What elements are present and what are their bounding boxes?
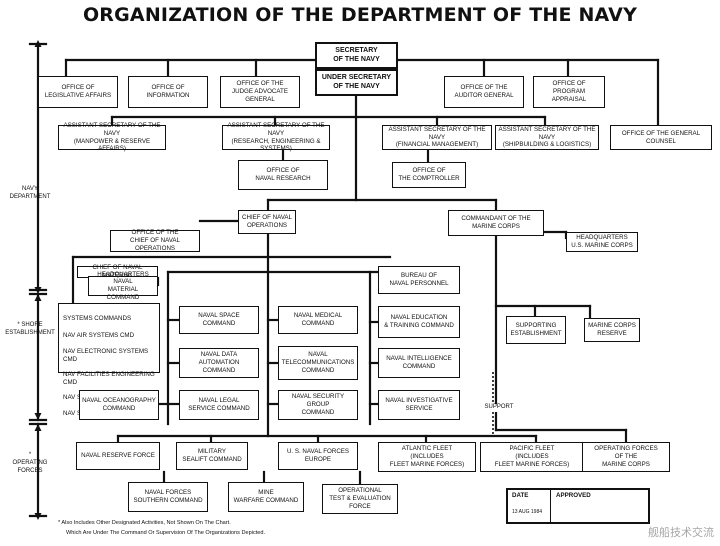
box-naval-investigative-service: NAVAL INVESTIGATIVE SERVICE <box>378 390 460 420</box>
box-asn-research-engineering: ASSISTANT SECRETARY OF THE NAVY (RESEARC… <box>222 122 330 152</box>
box-asn-shipbuilding-logistics: ASSISTANT SECRETARY OF THE NAVY (SHIPBUI… <box>495 125 599 150</box>
shore-establishment-label: * SHORE ESTABLISHMENT <box>5 322 55 336</box>
box-operational-test-evaluation: OPERATIONAL TEST & EVALUATION FORCE <box>322 484 398 514</box>
box-comptroller: OFFICE OF THE COMPTROLLER <box>392 162 466 188</box>
box-naval-education-training: NAVAL EDUCATION & TRAINING COMMAND <box>378 306 460 338</box>
box-systems-commands: SYSTEMS COMMANDS NAV AIR SYSTEMS CMD NAV… <box>58 303 160 417</box>
box-bureau-naval-personnel: BUREAU OF NAVAL PERSONNEL <box>378 266 460 294</box>
box-headquarters-naval-material: HEADQUARTERS NAVAL MATERIAL COMMAND <box>88 271 158 301</box>
box-naval-forces-southern: NAVAL FORCES SOUTHERN COMMAND <box>128 482 208 512</box>
watermark: 舰船技术交流 <box>648 527 714 539</box>
systems-commands-title: SYSTEMS COMMANDS <box>63 314 132 322</box>
chart-title: ORGANIZATION OF THE DEPARTMENT OF THE NA… <box>82 4 638 26</box>
box-pacific-fleet: PACIFIC FLEET (INCLUDES FLEET MARINE FOR… <box>480 442 584 472</box>
footnote-line-1: * Also Includes Other Designated Activit… <box>58 520 231 526</box>
box-naval-telecommunications: NAVAL TELECOMMUNICATIONS COMMAND <box>278 346 358 380</box>
box-naval-security-group: NAVAL SECURITY GROUP COMMAND <box>278 390 358 420</box>
approved-label: APPROVED <box>556 492 591 499</box>
box-office-of-naval-research: OFFICE OF NAVAL RESEARCH <box>238 160 328 190</box>
box-atlantic-fleet: ATLANTIC FLEET (INCLUDES FLEET MARINE FO… <box>378 442 476 472</box>
box-naval-medical-command: NAVAL MEDICAL COMMAND <box>278 306 358 334</box>
box-office-of-cno: OFFICE OF THE CHIEF OF NAVAL OPERATIONS <box>110 229 200 252</box>
date-value: 13 AUG 1984 <box>512 509 543 515</box>
box-operating-forces-marine-corps: OPERATING FORCES OF THE MARINE CORPS <box>582 442 670 472</box>
support-label: SUPPORT <box>484 404 514 412</box>
box-judge-advocate-general: OFFICE OF THE JUDGE ADVOCATE GENERAL <box>220 76 300 108</box>
date-label: DATE <box>512 492 529 499</box>
box-naval-intelligence: NAVAL INTELLIGENCE COMMAND <box>378 348 460 378</box>
operating-forces-label: * OPERATING FORCES <box>12 452 48 474</box>
box-military-sealift-command: MILITARY SEALIFT COMMAND <box>176 442 248 470</box>
box-supporting-establishment: SUPPORTING ESTABLISHMENT <box>506 316 566 344</box>
box-secretary-of-the-navy: SECRETARY OF THE NAVY <box>315 42 398 69</box>
systems-command-item: NAV FACILITIES ENGINEERING CMD <box>63 371 155 386</box>
box-naval-legal-service: NAVAL LEGAL SERVICE COMMAND <box>179 390 259 420</box>
box-mine-warfare-command: MINE WARFARE COMMAND <box>228 482 304 512</box>
box-naval-data-automation: NAVAL DATA AUTOMATION COMMAND <box>179 348 259 378</box>
navy-department-label: NAVY DEPARTMENT <box>9 186 51 200</box>
box-auditor-general: OFFICE OF THE AUDITOR GENERAL <box>444 76 524 108</box>
box-office-of-information: OFFICE OF INFORMATION <box>128 76 208 108</box>
box-legislative-affairs: OFFICE OF LEGISLATIVE AFFAIRS <box>38 76 118 108</box>
box-marine-corps-reserve: MARINE CORPS RESERVE <box>584 318 640 342</box>
box-naval-reserve-force: NAVAL RESERVE FORCE <box>76 442 160 470</box>
approval-block: DATE 13 AUG 1984 APPROVED <box>506 488 650 524</box>
box-under-secretary: UNDER SECRETARY OF THE NAVY <box>315 69 398 96</box>
box-naval-oceanography: NAVAL OCEANOGRAPHY COMMAND <box>79 390 159 420</box>
box-asn-manpower-reserve: ASSISTANT SECRETARY OF THE NAVY (MANPOWE… <box>58 122 166 152</box>
box-naval-forces-europe: U. S. NAVAL FORCES EUROPE <box>278 442 358 470</box>
box-headquarters-usmc: HEADQUARTERS U.S. MARINE CORPS <box>566 232 638 252</box>
box-commandant-marine-corps: COMMANDANT OF THE MARINE CORPS <box>448 210 544 236</box>
box-program-appraisal: OFFICE OF PROGRAM APPRAISAL <box>533 76 605 108</box>
systems-command-item: NAV AIR SYSTEMS CMD <box>63 332 135 340</box>
box-general-counsel: OFFICE OF THE GENERAL COUNSEL <box>610 125 712 150</box>
box-asn-financial-management: ASSISTANT SECRETARY OF THE NAVY (FINANCI… <box>382 125 492 150</box>
footnote-line-2: Which Are Under The Command Or Supervisi… <box>66 530 266 536</box>
systems-command-item: NAV ELECTRONIC SYSTEMS CMD <box>63 347 149 363</box>
box-chief-of-naval-operations: CHIEF OF NAVAL OPERATIONS <box>238 210 296 234</box>
box-naval-space-command: NAVAL SPACE COMMAND <box>179 306 259 334</box>
